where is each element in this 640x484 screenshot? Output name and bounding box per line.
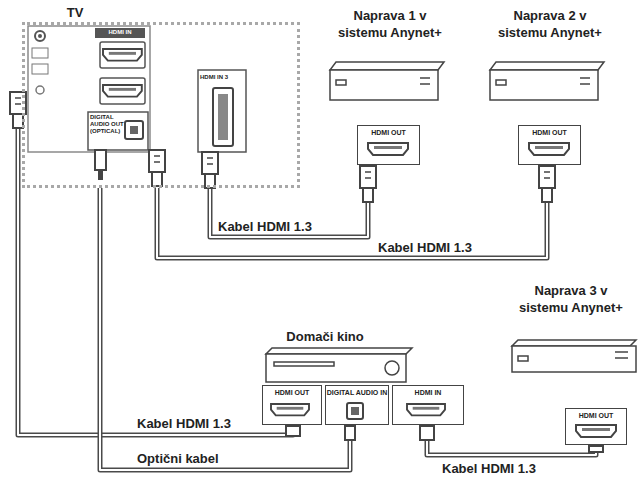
port-label: HDMI IN <box>95 29 145 36</box>
cable-label: Optični kabel <box>135 451 221 466</box>
cable-label: Kabel HDMI 1.3 <box>216 219 314 234</box>
port-label: HDMI IN <box>392 385 464 425</box>
hdmi-in3-inset <box>198 70 246 152</box>
cable-stroke <box>427 425 596 455</box>
device-heading: Naprava 1 v sistemu Anynet+ <box>330 7 450 41</box>
device-1: Naprava 1 v sistemu Anynet+ HDMI OUT <box>325 5 455 165</box>
tv-heading: TV <box>55 4 95 21</box>
cable <box>210 165 368 237</box>
cable-label: Kabel HDMI 1.3 <box>440 461 538 476</box>
port-label: HDMI IN 3 <box>200 74 244 81</box>
cable <box>18 115 293 435</box>
device-heading: Domači kino <box>255 328 395 345</box>
port-label: HDMI OUT <box>565 408 627 445</box>
cable-stroke <box>210 165 368 237</box>
device-2: Naprava 2 v sistemu Anynet+ HDMI OUT <box>485 5 615 165</box>
device-heading: Naprava 3 v sistemu Anynet+ <box>510 282 632 316</box>
tv-panel <box>28 26 150 152</box>
tv-outline: TV <box>22 22 300 188</box>
device-3: Naprava 3 v sistemu Anynet+ HDMI OUT <box>500 282 638 445</box>
device-heading: Naprava 2 v sistemu Anynet+ <box>490 7 610 41</box>
port-label: HDMI OUT <box>357 125 420 165</box>
cable-stroke <box>427 425 596 455</box>
cable <box>427 425 596 455</box>
cable-stroke <box>18 115 293 435</box>
cable-stroke <box>210 165 368 237</box>
port-label: HDMI OUT <box>518 125 581 165</box>
port-label: HDMI OUT <box>262 385 322 425</box>
port-label: DIGITAL AUDIO OUT (OPTICAL) <box>90 114 124 135</box>
cable-label: Kabel HDMI 1.3 <box>135 416 233 431</box>
cable-label: Kabel HDMI 1.3 <box>376 240 474 255</box>
cable-stroke <box>18 115 293 435</box>
port-label: DIGITAL AUDIO IN <box>325 385 389 425</box>
plugs <box>10 92 603 452</box>
home-theater: Domači kinoHDMI OUTDIGITAL AUDIO INHDMI … <box>255 328 470 425</box>
